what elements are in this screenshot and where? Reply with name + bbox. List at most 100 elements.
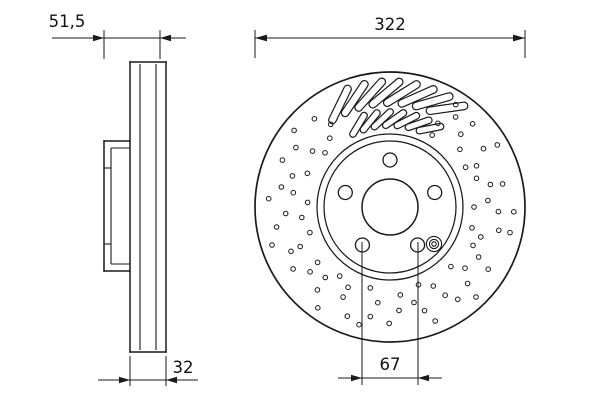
drill-hole [458,131,464,137]
vent-slot [349,111,368,138]
dim-label-outer-diameter: 322 [374,15,406,34]
pin-ring [425,235,443,253]
drill-hole [473,175,480,182]
vent-slot [393,111,421,130]
drill-hole [293,144,299,151]
vent-slot [328,84,352,125]
drill-hole [282,210,289,217]
drill-hole [448,263,454,270]
drill-hole [367,285,374,291]
drill-hole [322,150,328,156]
drill-hole [485,266,492,273]
drill-hole [322,274,329,281]
drill-hole [411,299,417,306]
drill-hole [345,284,351,291]
dimension-outer-diameter: 322 [254,15,526,58]
dimension-arrow [160,34,171,42]
drill-hole [478,234,484,240]
dimension-arrow [93,34,104,42]
drill-hole [327,135,333,141]
drill-hole [469,225,475,231]
hub-circle [323,140,457,274]
drill-hole [269,242,275,248]
outer-diameter-circle [254,71,526,343]
bolt-hole [337,184,353,201]
drill-hole [315,305,321,311]
drill-hole [265,195,272,202]
drill-hole-pattern [265,101,517,328]
drill-hole [289,173,296,179]
drill-hole [297,243,304,250]
drill-hole [307,269,313,275]
drill-hole [462,164,469,170]
vent-slot [411,92,454,111]
drill-hole [314,259,321,266]
drill-hole [452,114,459,120]
drill-hole [307,229,313,236]
bolt-hole [382,152,398,168]
drill-hole [304,170,311,177]
dimension-arrow [418,374,429,382]
drill-hole [340,294,346,300]
vent-slot [359,109,381,134]
drill-hole [487,181,494,188]
locating-pin-detail [425,235,443,253]
drill-hole [471,204,477,210]
drill-hole [429,132,436,138]
drill-hole [511,209,517,215]
drill-hole [442,292,449,299]
vent-slot [404,116,433,132]
drill-hole [279,157,286,163]
drill-hole [494,142,501,148]
drill-hole [356,321,362,328]
front-view [254,71,526,343]
drill-hole [457,146,463,153]
pin-ring [431,241,437,247]
drill-hole [435,120,441,127]
drill-hole [470,242,476,249]
drill-hole [452,101,459,108]
drill-hole [462,265,468,272]
vent-slot [354,77,387,112]
dimension-arrow [119,376,130,384]
dim-label-side-width: 51,5 [49,12,86,31]
drill-hole [464,280,471,287]
drill-hole [485,197,491,204]
drill-hole [304,199,311,206]
drill-hole [290,266,296,272]
drill-hole [327,121,334,128]
drill-hole [473,294,479,300]
drill-hole [273,224,280,230]
vent-slot [415,122,445,135]
drill-hole [430,283,437,289]
bolt-hole [427,184,443,201]
drill-hole [480,145,487,152]
drill-hole [507,229,513,236]
drill-hole [499,181,506,187]
drill-hole [421,307,428,314]
drill-hole [375,299,381,306]
drill-hole [288,248,294,255]
dimension-arrow [255,34,267,42]
pin-ring [428,238,440,250]
center-bore-circle [361,178,419,236]
vent-slot [425,101,469,116]
drill-hole [290,189,297,196]
drill-hole [367,313,374,320]
dim-label-center-bore: 67 [380,355,401,374]
dimension-center-bore: 67 [338,242,442,385]
vent-slot [370,108,395,131]
drill-hole [473,163,480,169]
drill-hole [496,227,502,234]
dimension-side-width: 51,5 [49,12,186,59]
dimension-thickness: 32 [98,356,198,386]
vent-slot [368,77,404,109]
side-view [103,61,167,353]
dimension-arrow [166,376,177,384]
drill-hole [278,184,285,190]
drill-hole [495,208,502,215]
drill-hole [469,121,476,127]
vent-slot [382,80,421,108]
